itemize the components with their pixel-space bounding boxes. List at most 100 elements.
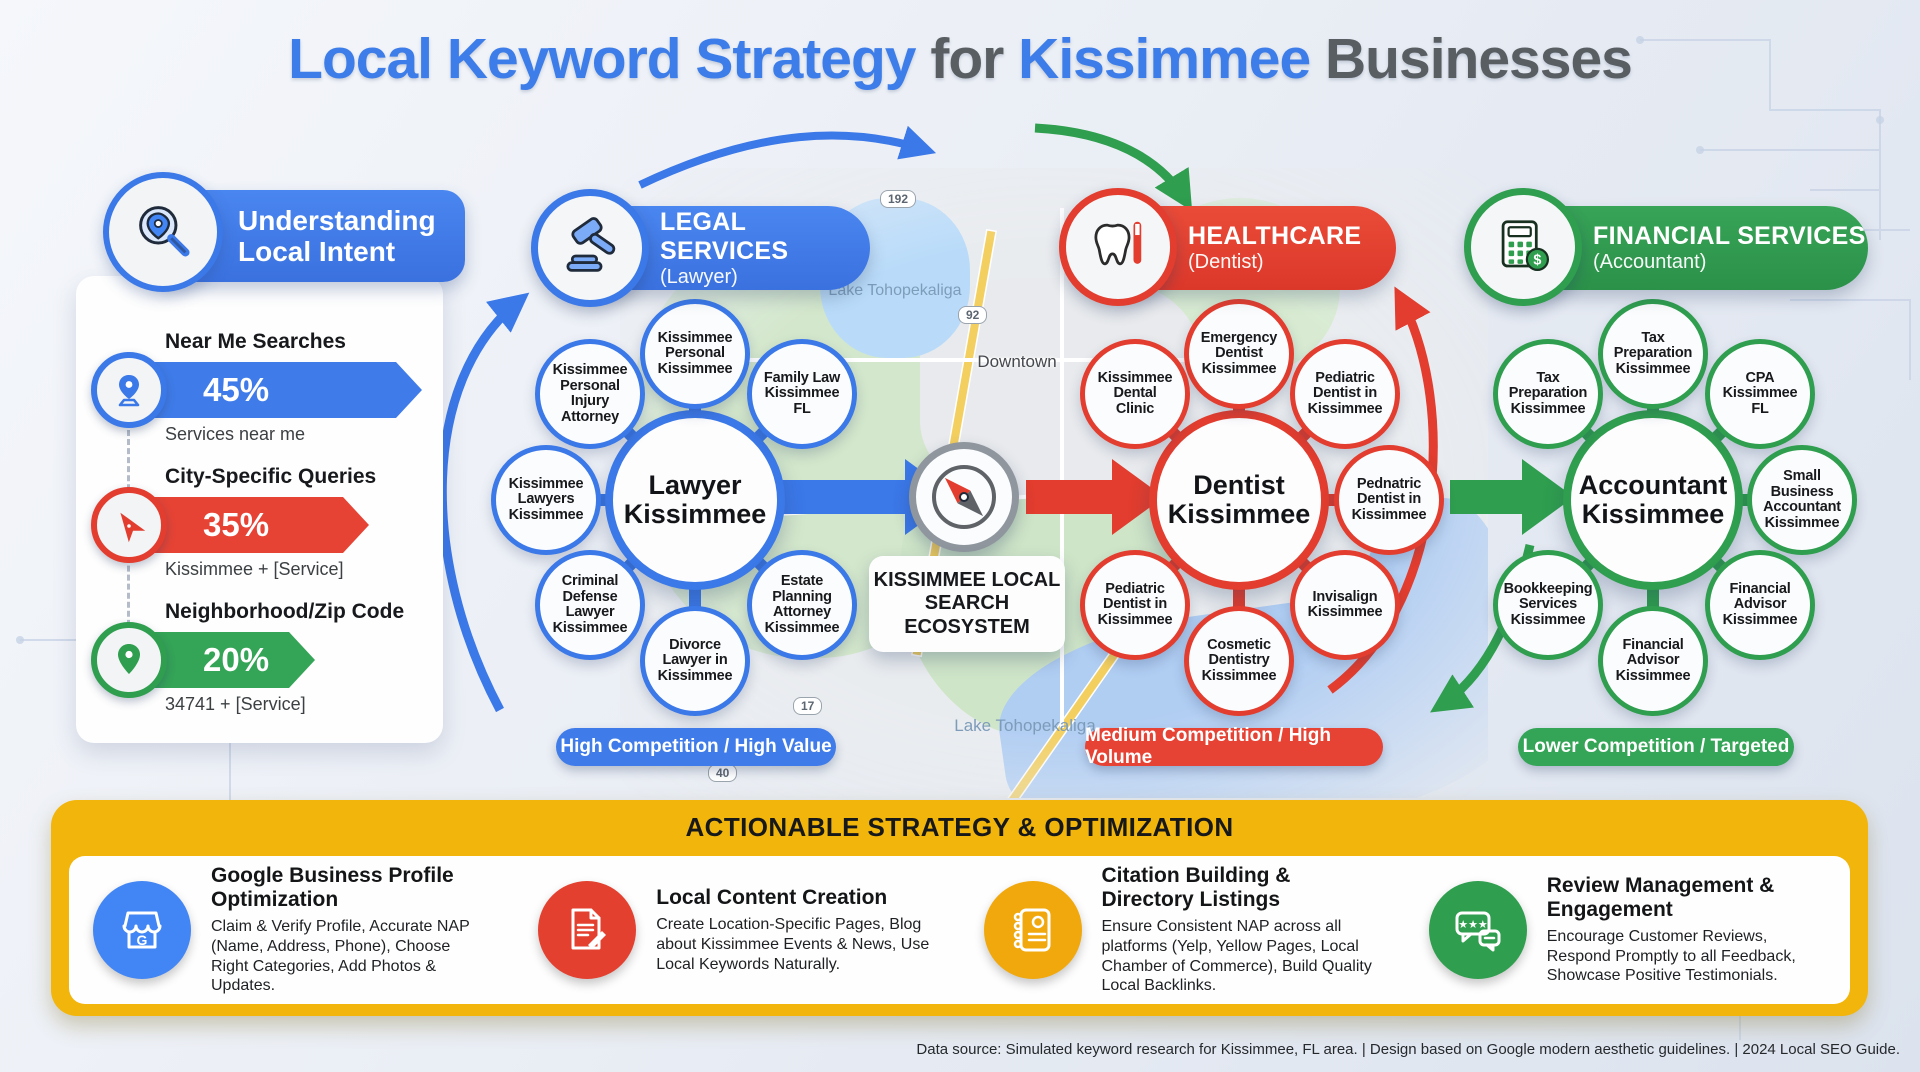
- calculator-icon: $: [1492, 214, 1554, 281]
- legal-competition-badge: High Competition / High Value: [556, 728, 836, 766]
- compass-icon: [909, 442, 1019, 552]
- financial-competition-badge: Lower Competition / Targeted: [1518, 728, 1794, 766]
- keyword-label: Cosmetic Dentistry Kissimmee: [1201, 636, 1277, 684]
- road-shield: 92: [958, 306, 988, 324]
- data-source-footnote: Data source: Simulated keyword research …: [916, 1041, 1900, 1058]
- title-city-part: Kissimmee: [1018, 27, 1311, 91]
- keyword-label: Criminal Defense Lawyer Kissimmee: [552, 573, 628, 636]
- keyword-label: Invisalign Kissimmee: [1307, 588, 1383, 620]
- notebook-icon: [983, 881, 1082, 979]
- stat-value: 20%: [203, 641, 270, 678]
- stat-caption: Services near me: [165, 424, 306, 444]
- ecosystem-label: KISSIMMEE LOCAL SEARCH ECOSYSTEM: [873, 568, 1061, 638]
- stat-value-bar: 35%: [147, 497, 369, 553]
- keyword-label: Small Business Accountant Kissimmee: [1763, 468, 1841, 531]
- stat-value: 35%: [203, 506, 270, 543]
- title-keyword-part: Local Keyword Strategy: [288, 27, 916, 91]
- strategy-item-content: Local Content Creation Create Location-S…: [514, 881, 959, 979]
- keyword-label: Kissimmee Personal Kissimmee: [657, 329, 733, 377]
- stat-label: Neighborhood/Zip Code: [165, 600, 405, 623]
- keyword-bubble: Pediatric Dentist in Kissimmee: [1290, 339, 1400, 449]
- stat-caption: Kissimmee + [Service]: [165, 559, 344, 579]
- title-businesses-part: Businesses: [1310, 27, 1633, 91]
- road-shield: 192: [880, 190, 917, 208]
- review-chat-icon: ★★★: [1428, 880, 1527, 979]
- actionable-strategy-section: ACTIONABLE STRATEGY & OPTIMIZATION G Goo…: [51, 800, 1868, 1016]
- document-pencil-icon: [538, 881, 637, 979]
- badge-label: High Competition / High Value: [560, 736, 832, 757]
- lawyer-hub-bubble: Lawyer Kissimmee: [605, 410, 785, 590]
- page-title: Local Keyword Strategy for Kissimmee Bus…: [0, 26, 1920, 92]
- storefront-icon: G: [93, 881, 191, 979]
- keyword-bubble: Emergency Dentist Kissimmee: [1184, 299, 1294, 409]
- badge-label: Medium Competition / High Volume: [1085, 725, 1331, 768]
- road-shield: 40: [708, 764, 738, 782]
- strategy-section-title: ACTIONABLE STRATEGY & OPTIMIZATION: [685, 812, 1234, 842]
- strategy-item-body: Ensure Consistent NAP across all platfor…: [1101, 918, 1372, 995]
- strategy-item-reviews: ★★★ Review Management & Engagement Encou…: [1405, 874, 1850, 986]
- cluster-header-title: FINANCIAL SERVICES: [1593, 222, 1866, 250]
- strategy-item-body: Create Location-Specific Pages, Blog abo…: [656, 916, 930, 973]
- keyword-bubble: Kissimmee Dental Clinic: [1080, 339, 1190, 449]
- location-pin-icon: [91, 352, 167, 428]
- keyword-label: Pednatric Dentist in Kissimmee: [1351, 475, 1427, 523]
- keyword-bubble: Cosmetic Dentistry Kissimmee: [1184, 606, 1294, 716]
- keyword-label: Financial Advisor Kissimmee: [1722, 580, 1798, 628]
- map-road: [1060, 208, 1064, 728]
- keyword-label: Kissimmee Lawyers Kissimmee: [508, 475, 584, 523]
- strategy-item-text: Local Content Creation Create Location-S…: [656, 886, 935, 974]
- stat-label: City-Specific Queries: [165, 465, 377, 488]
- stat-label: Near Me Searches: [165, 330, 346, 353]
- keyword-label: Tax Preparation Kissimmee: [1508, 369, 1588, 417]
- keyword-bubble: Kissimmee Lawyers Kissimmee: [491, 445, 601, 555]
- keyword-label: Financial Advisor Kissimmee: [1615, 636, 1691, 684]
- strategy-items-panel: G Google Business Profile Optimization C…: [69, 856, 1850, 1004]
- map-pin-icon: [91, 622, 167, 698]
- hub-keyword: Dentist Kissimmee: [1167, 469, 1311, 529]
- ecosystem-label-card: KISSIMMEE LOCAL SEARCH ECOSYSTEM: [869, 556, 1065, 652]
- keyword-bubble: Bookkeeping Services Kissimmee: [1493, 550, 1603, 660]
- svg-text:★★★: ★★★: [1458, 919, 1488, 931]
- keyword-bubble: Family Law Kissimmee FL: [747, 339, 857, 449]
- stat-caption: 34741 + [Service]: [165, 694, 306, 714]
- keyword-label: Bookkeeping Services Kissimmee: [1503, 580, 1593, 628]
- keyword-label: Divorce Lawyer in Kissimmee: [657, 636, 733, 684]
- strategy-item-citations: Citation Building & Directory Listings E…: [960, 864, 1405, 995]
- cluster-header-subtitle: (Accountant): [1593, 251, 1707, 273]
- strategy-item-gbp: G Google Business Profile Optimization C…: [69, 864, 514, 995]
- healthcare-competition-badge: Medium Competition / High Volume: [1085, 725, 1383, 768]
- keyword-label: Pediatric Dentist in Kissimmee: [1097, 580, 1173, 628]
- financial-header-badge: $: [1464, 188, 1582, 306]
- badge-label: Lower Competition / Targeted: [1522, 736, 1790, 757]
- road-shield: 17: [793, 697, 823, 715]
- keyword-label: Kissimmee Personal Injury Attorney: [552, 362, 628, 425]
- keyword-bubble: Small Business Accountant Kissimmee: [1747, 445, 1857, 555]
- intent-panel-title: Understanding Local Intent: [238, 204, 436, 267]
- svg-text:$: $: [1533, 252, 1541, 268]
- strategy-item-text: Google Business Profile Optimization Cla…: [211, 864, 490, 995]
- keyword-bubble: Estate Planning Attorney Kissimmee: [747, 550, 857, 660]
- keyword-bubble: Financial Advisor Kissimmee: [1705, 550, 1815, 660]
- keyword-label: Estate Planning Attorney Kissimmee: [764, 573, 840, 636]
- healthcare-header-badge: [1059, 188, 1177, 306]
- title-for-part: for: [915, 27, 1019, 91]
- keyword-bubble: Invisalign Kissimmee: [1290, 550, 1400, 660]
- strategy-item-title: Review Management & Engagement: [1546, 874, 1775, 921]
- keyword-bubble: Divorce Lawyer in Kissimmee: [640, 606, 750, 716]
- keyword-bubble: Pediatric Dentist in Kissimmee: [1080, 550, 1190, 660]
- map-road: [680, 358, 1240, 362]
- tooth-icon: [1087, 214, 1149, 281]
- cluster-header-title: LEGAL SERVICES: [660, 207, 789, 265]
- map-label-lake-bottom: Lake Tohopekaliga: [954, 716, 1096, 735]
- strategy-item-text: Review Management & Engagement Encourage…: [1547, 874, 1826, 986]
- intent-header-badge: [103, 172, 223, 292]
- search-location-icon: [130, 197, 196, 268]
- keyword-label: Family Law Kissimmee FL: [763, 369, 841, 417]
- keyword-label: Pediatric Dentist in Kissimmee: [1307, 369, 1383, 417]
- stat-value: 45%: [203, 371, 270, 408]
- cluster-header-subtitle: (Lawyer): [660, 265, 738, 288]
- keyword-bubble: Criminal Defense Lawyer Kissimmee: [535, 550, 645, 660]
- keyword-bubble: Kissimmee Personal Kissimmee: [640, 299, 750, 409]
- map-label-lake-top: Lake Tohopekaliga: [828, 282, 962, 299]
